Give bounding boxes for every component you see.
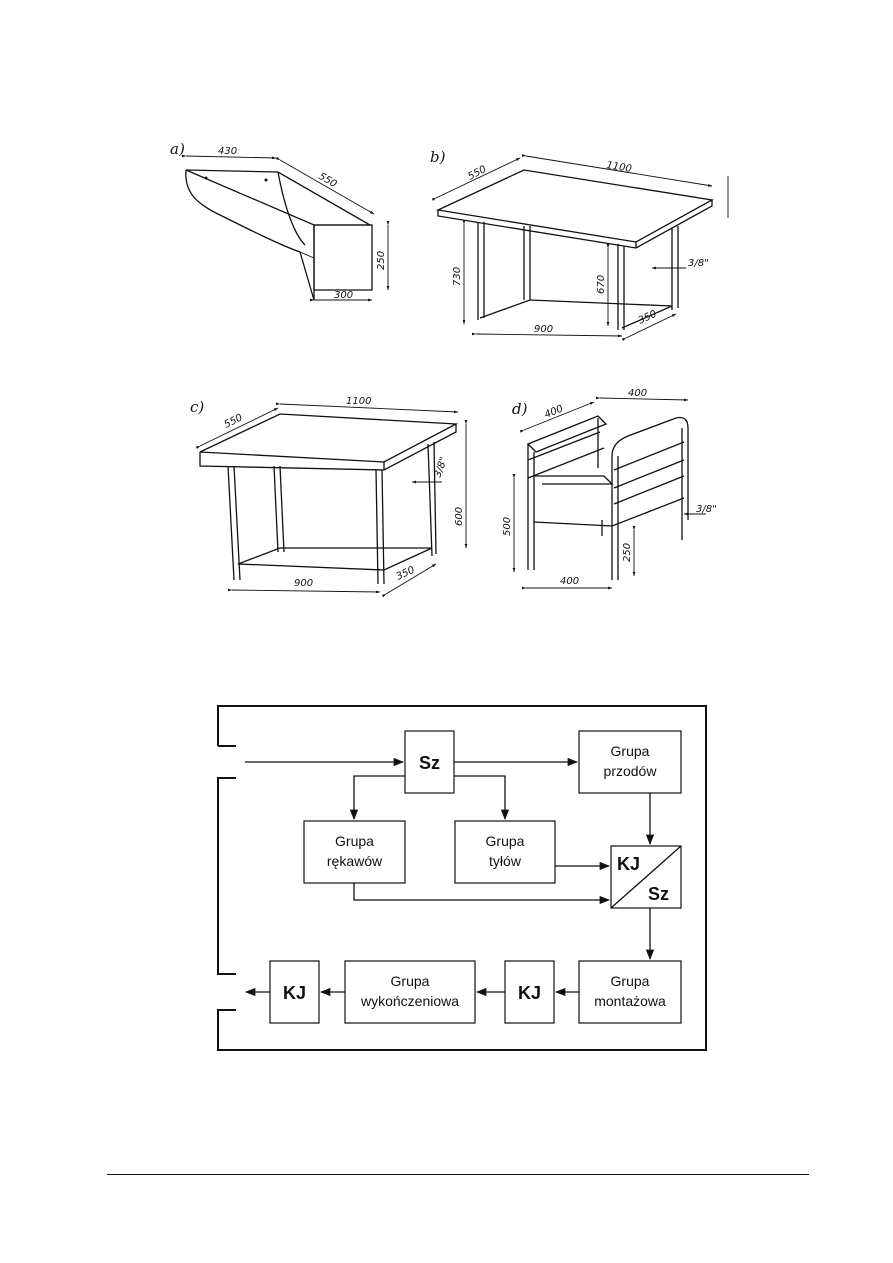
dim-d-400-bottom: 400 — [560, 576, 579, 587]
dim-d-38: 3/8" — [696, 504, 717, 515]
dim-c-550: 550 — [222, 412, 244, 430]
box-grupa-rekawow — [303, 820, 406, 884]
box-grupa-montazowa-line2: montażowa — [594, 993, 666, 1009]
arrow-rekawow-kjsz — [353, 883, 611, 905]
drawing-panel-b: b) 550 1100 730 670 3/8" 900 350 — [430, 148, 729, 341]
dim-b-900: 900 — [534, 324, 553, 335]
flow-diagram: Sz Grupa przodów Grupa rękawów Grupa tył… — [217, 705, 707, 1051]
dim-c-350: 350 — [395, 565, 417, 583]
box-grupa-wykonczeniowa-line1: Grupa — [391, 973, 430, 989]
dim-c-900: 900 — [294, 578, 313, 589]
box-grupa-wykonczeniowa — [344, 960, 476, 1024]
dim-a-250: 250 — [376, 251, 387, 270]
dim-d-400-top: 400 — [628, 388, 647, 399]
box-grupa-tylow-line1: Grupa — [486, 833, 525, 849]
box-kj-end-label: KJ — [283, 983, 306, 1003]
arrow-sz-tylow — [454, 775, 510, 821]
box-grupa-montazowa — [578, 960, 682, 1024]
dim-c-600: 600 — [454, 507, 465, 526]
arrow-sz-rekawow — [349, 775, 405, 821]
box-grupa-wykonczeniowa-line2: wykończeniowa — [360, 993, 459, 1009]
box-grupa-przodow — [578, 730, 682, 794]
box-grupa-rekawow-line2: rękawów — [327, 853, 383, 869]
drawing-panel-a: a) 430 550 250 300 — [170, 140, 390, 302]
box-grupa-przodow-line2: przodów — [604, 763, 658, 779]
box-kj-end — [269, 960, 320, 1024]
drawing-panel-d: d) 400 400 500 250 3/8" 400 — [502, 388, 717, 590]
box-kj-sz-sz: Sz — [648, 884, 669, 904]
dim-b-1100: 1100 — [606, 160, 633, 175]
box-grupa-tylow — [454, 820, 556, 884]
panel-label-b: b) — [430, 148, 446, 166]
box-grupa-montazowa-line1: Grupa — [611, 973, 650, 989]
box-grupa-tylow-line2: tyłów — [489, 853, 522, 869]
dim-a-430: 430 — [218, 146, 237, 157]
box-grupa-rekawow-line1: Grupa — [335, 833, 374, 849]
dim-a-300: 300 — [334, 290, 353, 301]
dim-b-38: 3/8" — [688, 258, 709, 269]
box-grupa-przodow-line1: Grupa — [611, 743, 650, 759]
box-kj-mid-label: KJ — [518, 983, 541, 1003]
panel-label-c: c) — [190, 398, 204, 416]
panel-label-a: a) — [170, 140, 185, 158]
dim-c-1100: 1100 — [346, 396, 371, 407]
box-kj-mid — [504, 960, 555, 1024]
dim-d-250: 250 — [622, 543, 633, 562]
box-kj-sz-kj: KJ — [617, 854, 640, 874]
dim-d-500: 500 — [502, 517, 513, 536]
footer-rule — [107, 1174, 809, 1175]
dim-c-38: 3/8" — [432, 456, 449, 479]
box-sz-label: Sz — [419, 753, 440, 773]
drawing-panel-c: c) 550 1100 3/8" 600 900 350 — [190, 396, 468, 598]
panel-label-d: d) — [512, 400, 528, 418]
dim-b-730: 730 — [452, 267, 463, 286]
dim-b-550: 550 — [466, 164, 488, 183]
dim-b-670: 670 — [596, 275, 607, 294]
